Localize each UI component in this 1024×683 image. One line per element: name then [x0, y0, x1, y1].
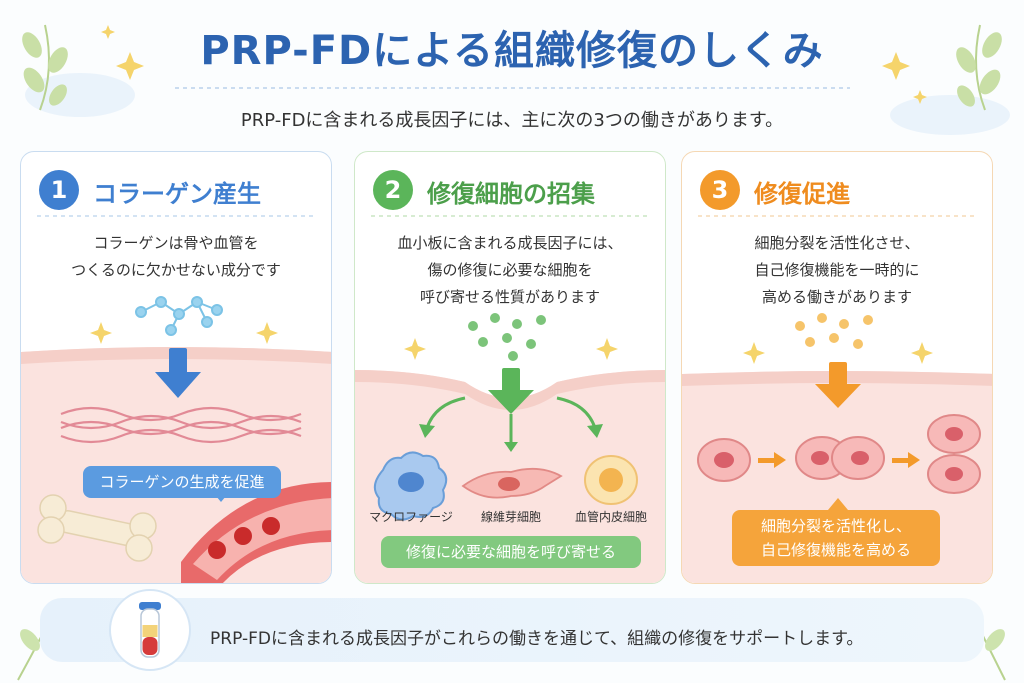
cell-recruitment-illustration: [355, 215, 665, 583]
panel-collagen: 1 コラーゲン産生 コラーゲンは骨や血管を つくるのに欠かせない成分です コラー…: [20, 151, 332, 584]
growth-factor-icon: [795, 313, 873, 349]
dividing-cell-icon: [795, 436, 885, 480]
panel-title: コラーゲン産生: [93, 180, 261, 208]
endothelial-cell-icon: [584, 455, 638, 505]
cell-icon: [697, 438, 751, 482]
cell-label-fibroblast: 線維芽細胞: [480, 510, 541, 524]
step-number-badge: 3: [700, 170, 740, 210]
growth-factor-icon: [468, 313, 546, 361]
bone-icon: [37, 494, 157, 562]
blood-vessel-icon: [181, 482, 331, 583]
sparkle-icon: [743, 342, 933, 364]
fibroblast-icon: [461, 467, 563, 499]
sparkle-icon: [90, 322, 278, 344]
step-number-badge: 1: [39, 170, 79, 210]
cell-label-macrophage: マクロファージ: [369, 510, 453, 524]
callout-label: 修復に必要な細胞を呼び寄せる: [381, 536, 641, 568]
page-title: PRP-FDによる組織修復のしくみ: [200, 28, 824, 74]
panel-description: 細胞分裂を活性化させ、 自己修復機能を一時的に 高める働きがあります: [754, 234, 920, 306]
sparkle-icon: [404, 338, 618, 360]
arrow-down-icon: [815, 362, 861, 408]
footer-summary: PRP-FDに含まれる成長因子がこれらの働きを通じて、組織の修復をサポートします…: [210, 629, 864, 649]
arrow-down-icon: [155, 348, 201, 398]
panel-header: 3 修復促進: [682, 166, 992, 210]
panel-title: 修復促進: [754, 180, 850, 208]
panel-header: 2 修復細胞の招集: [355, 166, 665, 210]
molecule-icon: [135, 296, 223, 336]
cell-label-endothelial: 血管内皮細胞: [574, 510, 647, 524]
panel-description: コラーゲンは骨や血管を つくるのに欠かせない成分です: [71, 234, 281, 279]
test-tube-icon: [109, 589, 191, 671]
leaf-icon: [956, 24, 1002, 111]
callout-label: コラーゲンの生成を促進: [83, 466, 281, 498]
callout-label: 細胞分裂を活性化し、 自己修復機能を高める: [732, 510, 940, 566]
arrow-right-icon: [758, 452, 786, 468]
leaf-icon: [22, 24, 68, 111]
panel-title: 修復細胞の招集: [427, 180, 595, 208]
step-number-badge: 2: [373, 170, 413, 210]
panel-header: 1 コラーゲン産生: [21, 166, 331, 210]
page-subtitle: PRP-FDに含まれる成長因子には、主に次の3つの働きがあります。: [240, 110, 784, 131]
collagen-illustration: [21, 215, 331, 583]
arrow-down-icon: [488, 368, 534, 414]
daughter-cells-icon: [927, 414, 981, 494]
arrow-right-icon: [892, 452, 920, 468]
panel-description: 血小板に含まれる成長因子には、 傷の修復に必要な細胞を 呼び寄せる性質があります: [397, 234, 623, 306]
sparkle-icon: [101, 25, 927, 104]
spread-arrows-icon: [425, 396, 597, 444]
panel-repair-promotion: 3 修復促進 細胞分裂を活性化させ、 自己修復機能を一時的に 高める働きがありま…: [681, 151, 993, 584]
panel-cell-recruitment: 2 修復細胞の招集 血小板に含まれる成長因子には、 傷の修復に必要な細胞を 呼び…: [354, 151, 666, 584]
macrophage-icon: [373, 451, 448, 521]
